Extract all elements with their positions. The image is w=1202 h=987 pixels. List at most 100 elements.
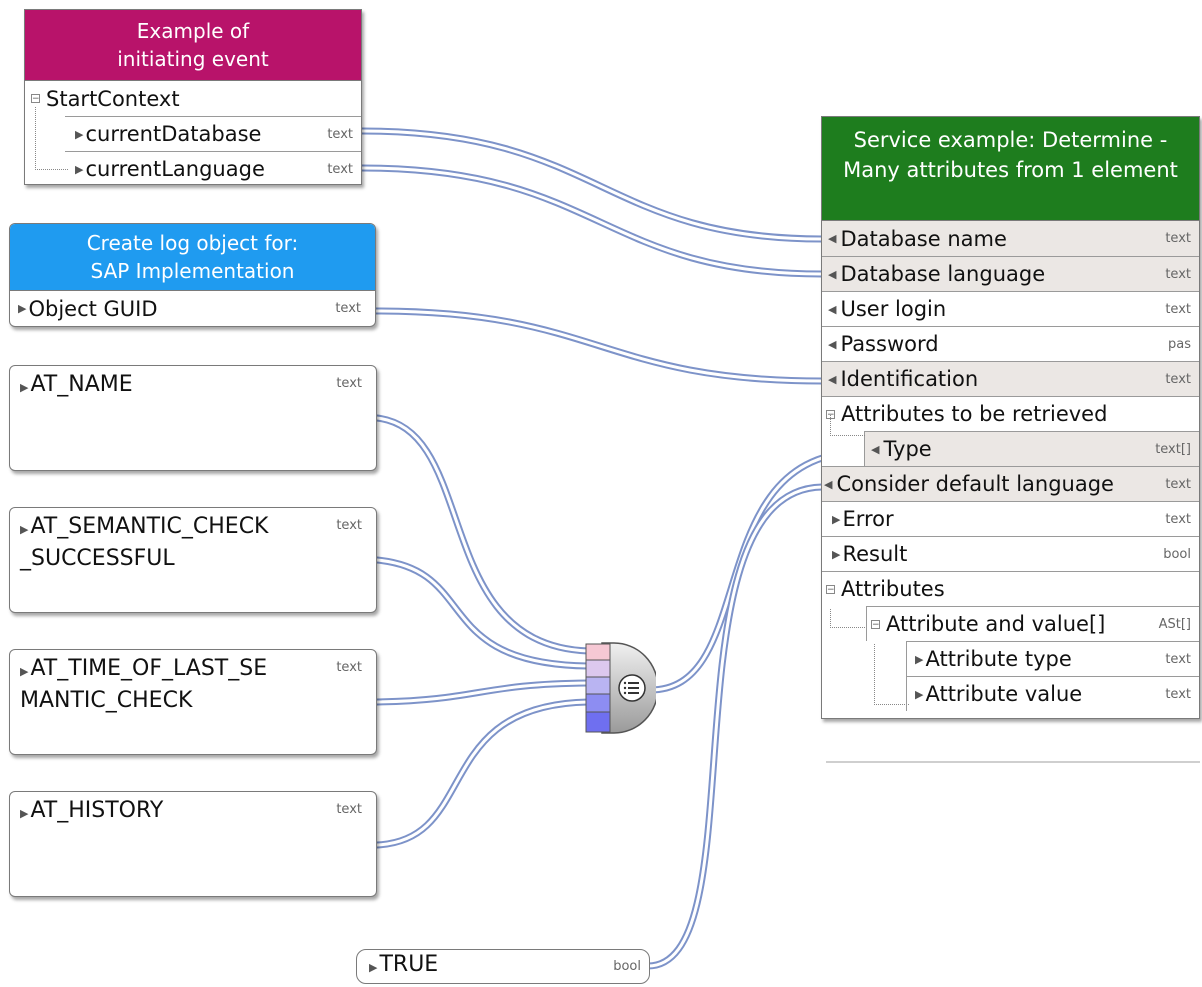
list-icon: [618, 674, 646, 702]
input-arrow-icon: ◀: [871, 442, 880, 456]
input-arrow-icon: ◀: [828, 232, 837, 245]
field-type: text: [1165, 231, 1191, 246]
field-type: ASt[]: [1158, 616, 1191, 632]
event-root-row[interactable]: − StartContext: [25, 81, 361, 116]
field-type: bool: [1163, 546, 1191, 562]
attribute-type: text: [336, 802, 362, 817]
tree-connector: [830, 609, 867, 628]
log-field-row[interactable]: ▶ Object GUID text: [10, 291, 375, 326]
event-fields: − StartContext ▶ currentDatabase text ▶ …: [25, 81, 361, 186]
service-output-row[interactable]: ▶ Result bool: [822, 536, 1199, 571]
log-title-line2: SAP Implementation: [90, 259, 295, 283]
tree-connector: [35, 107, 68, 170]
default-language-row[interactable]: ◀ Consider default language text: [822, 466, 1199, 501]
attributes-group-row[interactable]: − Attributes to be retrieved: [822, 396, 1199, 431]
service-input-label: Identification: [840, 367, 979, 391]
out-child-row[interactable]: − Attribute and value[] ASt[]: [866, 606, 1199, 641]
field-type: text: [1165, 301, 1191, 317]
input-arrow-icon: ◀: [828, 267, 837, 281]
service-title-line2: Many attributes from 1 element: [843, 158, 1178, 182]
event-field-row[interactable]: ▶ currentLanguage text: [65, 151, 361, 186]
output-arrow-icon: ▶: [915, 652, 924, 666]
output-arrow-icon: ▶: [832, 547, 841, 561]
output-arrow-icon: ▶: [20, 807, 29, 820]
out-group-label: Attributes: [841, 577, 945, 601]
service-title-line1: Service example: Determine -: [853, 128, 1168, 152]
attribute-type: text: [336, 518, 362, 533]
service-input-row[interactable]: ◀ Database language text: [822, 256, 1199, 291]
initiating-event-box[interactable]: Example of initiating event − StartContex…: [24, 9, 362, 185]
attribute-label: ▶AT_SEMANTIC_CHECK _SUCCESSFUL: [20, 514, 269, 571]
field-type: text: [1165, 686, 1191, 702]
attribute-box[interactable]: ▶AT_TIME_OF_LAST_SE MANTIC_CHECK text: [9, 649, 377, 755]
input-arrow-icon: ◀: [824, 477, 833, 491]
output-arrow-icon: ▶: [20, 523, 29, 536]
field-type: text: [335, 301, 361, 316]
service-input-label: Database language: [840, 262, 1046, 286]
attribute-label: ▶AT_HISTORY: [20, 798, 164, 823]
service-header: Service example: Determine - Many attribu…: [822, 117, 1199, 221]
out-group-row[interactable]: − Attributes: [822, 571, 1199, 606]
out-leaf-row[interactable]: ▶ Attribute type text: [906, 641, 1199, 676]
constant-label: ▶TRUE: [369, 952, 439, 977]
constant-type: bool: [613, 959, 641, 974]
output-arrow-icon: ▶: [915, 687, 924, 701]
log-field-label: Object GUID: [28, 296, 158, 321]
log-title-line1: Create log object for:: [86, 231, 299, 255]
out-leaf-row[interactable]: ▶ Attribute value text: [906, 676, 1199, 711]
field-type: text: [1165, 266, 1191, 282]
out-child-label: Attribute and value[]: [886, 612, 1106, 636]
service-input-row[interactable]: ◀ User login text: [822, 291, 1199, 326]
attribute-label: ▶AT_TIME_OF_LAST_SE MANTIC_CHECK: [20, 656, 268, 713]
log-header: Create log object for: SAP Implementation: [10, 224, 375, 291]
tree-connector: [830, 415, 865, 436]
service-output-row[interactable]: ▶ Error text: [822, 501, 1199, 536]
event-root-label: StartContext: [46, 86, 180, 111]
collapse-icon[interactable]: −: [826, 584, 835, 595]
list-connector[interactable]: [584, 641, 656, 735]
service-input-row[interactable]: ◀ Password pas: [822, 326, 1199, 361]
field-type: text: [1165, 511, 1191, 527]
event-field-row[interactable]: ▶ currentDatabase text: [65, 116, 361, 151]
service-box[interactable]: Service example: Determine - Many attribu…: [821, 116, 1200, 719]
output-arrow-icon: ▶: [75, 162, 84, 176]
attribute-box[interactable]: ▶AT_SEMANTIC_CHECK _SUCCESSFUL text: [9, 507, 377, 613]
default-language-label: Consider default language: [836, 472, 1114, 496]
event-field-label: currentDatabase: [85, 122, 262, 146]
constant-true-box[interactable]: ▶TRUE bool: [356, 949, 650, 984]
output-arrow-icon: ▶: [20, 665, 29, 678]
output-arrow-icon: ▶: [18, 302, 27, 315]
service-output-label: Result: [842, 542, 908, 566]
output-arrow-icon: ▶: [75, 127, 84, 141]
event-title-line2: initiating event: [117, 47, 269, 71]
output-arrow-icon: ▶: [20, 381, 29, 394]
collapse-icon[interactable]: −: [871, 619, 880, 630]
input-arrow-icon: ◀: [828, 337, 837, 351]
attributes-group-label: Attributes to be retrieved: [841, 402, 1108, 426]
attributes-child-label: Type: [883, 437, 932, 461]
tree-connector: [874, 644, 909, 705]
event-field-label: currentLanguage: [85, 157, 265, 181]
service-input-row[interactable]: ◀ Identification text: [822, 361, 1199, 396]
out-leaf-label: Attribute type: [925, 647, 1072, 671]
attribute-label: ▶AT_NAME: [20, 372, 133, 397]
field-type: text: [1165, 651, 1191, 667]
attribute-box[interactable]: ▶AT_HISTORY text: [9, 791, 377, 897]
attribute-type: text: [336, 376, 362, 391]
field-type: text: [1165, 476, 1191, 492]
attribute-box[interactable]: ▶AT_NAME text: [9, 365, 377, 471]
service-input-label: User login: [840, 297, 947, 321]
log-object-box[interactable]: Create log object for: SAP Implementation…: [9, 223, 376, 327]
output-arrow-icon: ▶: [369, 961, 378, 974]
service-input-label: Password: [840, 332, 939, 356]
event-title-line1: Example of: [136, 19, 250, 43]
attributes-child-row[interactable]: ◀ Type text[]: [864, 431, 1199, 466]
service-input-row[interactable]: ◀ Database name text: [822, 221, 1199, 256]
field-type: text: [327, 126, 353, 142]
service-input-label: Database name: [840, 226, 1007, 251]
field-type: text: [327, 161, 353, 177]
field-type: pas: [1168, 336, 1191, 352]
collapse-icon[interactable]: −: [31, 94, 40, 104]
input-arrow-icon: ◀: [828, 372, 837, 386]
